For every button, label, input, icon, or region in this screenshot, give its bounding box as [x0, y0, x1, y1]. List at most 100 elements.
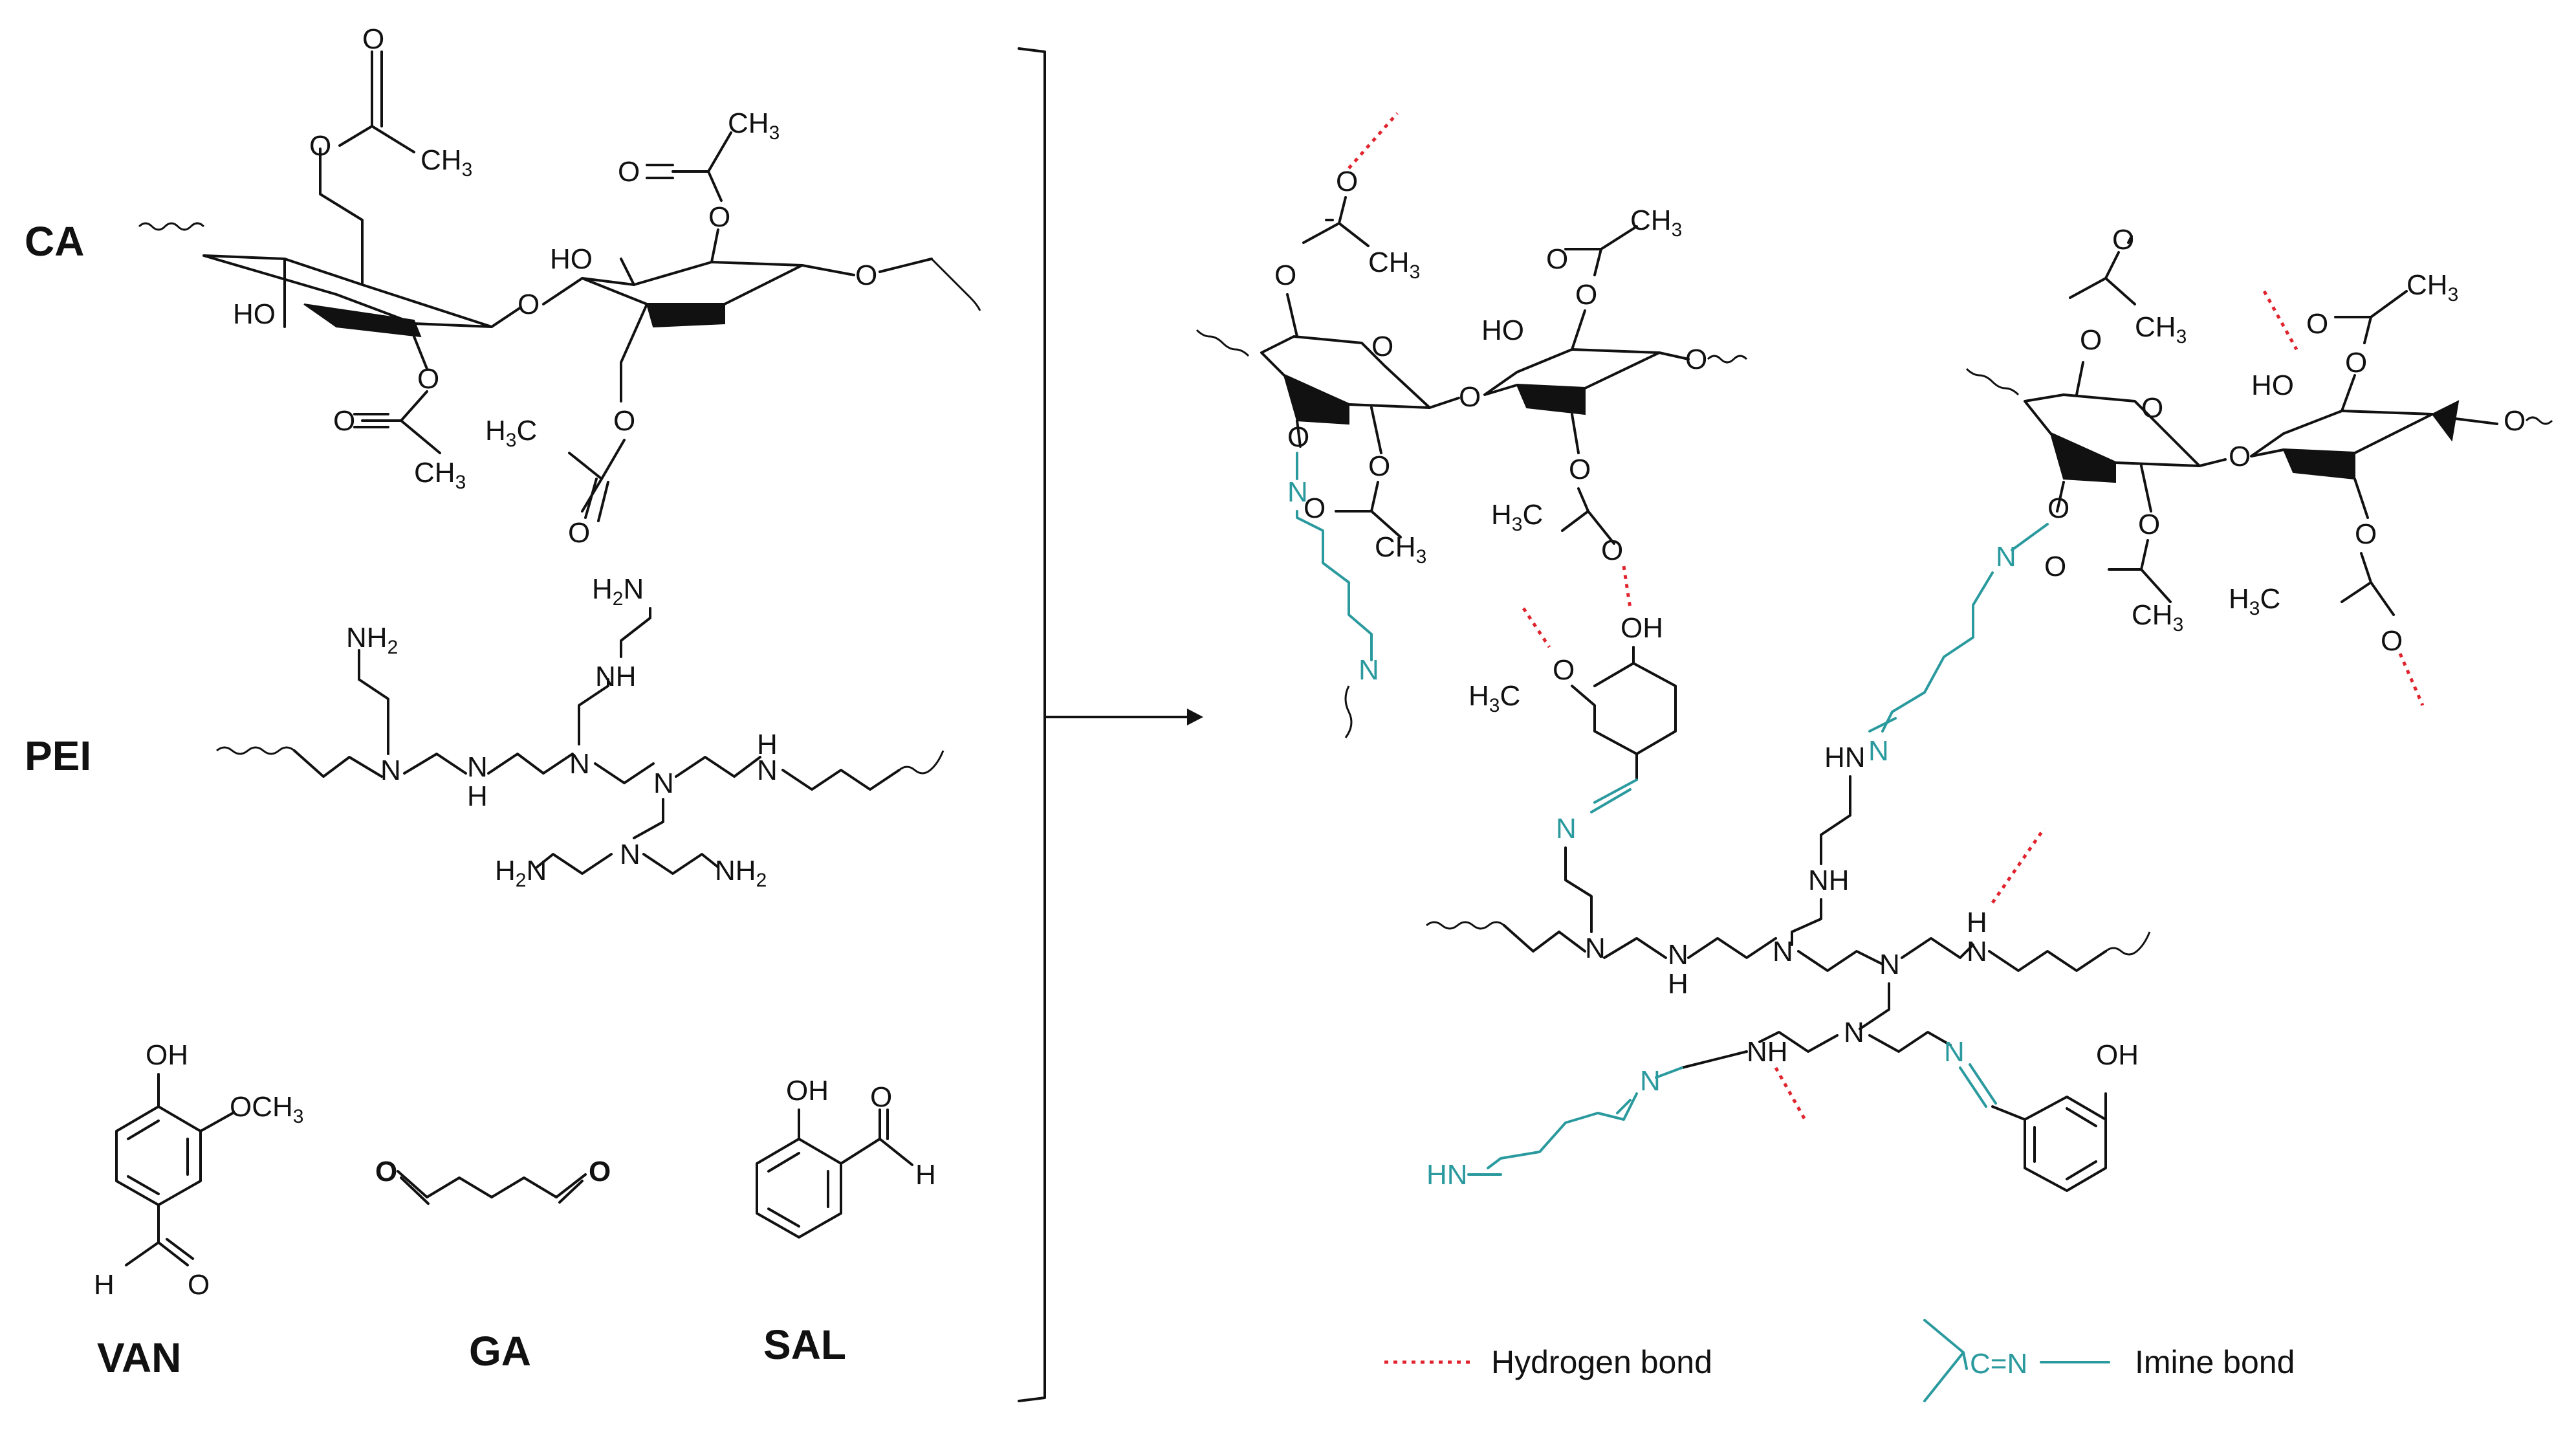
svg-text:NH: NH — [1747, 1036, 1788, 1068]
svg-text:CH3: CH3 — [420, 144, 472, 181]
svg-text:O: O — [2047, 492, 2069, 524]
svg-text:H: H — [1668, 968, 1688, 1000]
svg-text:N: N — [757, 755, 778, 786]
svg-text:O: O — [1336, 166, 1358, 197]
svg-text:O: O — [1304, 492, 1326, 524]
label-ga: GA — [469, 1328, 531, 1374]
svg-text:H: H — [757, 729, 778, 760]
svg-text:O: O — [2229, 441, 2251, 472]
svg-text:CH3: CH3 — [2407, 269, 2458, 305]
svg-text:O: O — [375, 1156, 397, 1187]
svg-text:O: O — [2044, 551, 2066, 582]
label-van: VAN — [97, 1334, 181, 1381]
svg-text:OH: OH — [1621, 612, 1663, 644]
svg-text:N: N — [653, 767, 674, 799]
svg-text:O: O — [2355, 518, 2377, 550]
svg-text:H3C: H3C — [1491, 499, 1543, 535]
svg-text:N: N — [620, 839, 640, 870]
svg-text:NH2: NH2 — [346, 622, 398, 658]
svg-text:O: O — [855, 259, 877, 291]
van-structure: OH OCH3 H O — [94, 1039, 303, 1301]
legend-imine-swatch — [1923, 1319, 1968, 1402]
svg-text:N: N — [1640, 1065, 1661, 1097]
label-pei: PEI — [25, 733, 91, 779]
svg-text:OH: OH — [2096, 1039, 2139, 1071]
svg-text:H: H — [94, 1269, 115, 1301]
svg-text:O: O — [1575, 279, 1597, 311]
svg-text:O: O — [618, 156, 640, 188]
svg-text:O: O — [2381, 625, 2403, 657]
svg-text:N: N — [1773, 936, 1793, 967]
svg-text:H2N: H2N — [592, 573, 644, 610]
svg-text:OCH3: OCH3 — [230, 1091, 303, 1127]
svg-text:N: N — [1287, 476, 1308, 508]
svg-text:O: O — [1546, 243, 1568, 275]
svg-text:H3C: H3C — [485, 415, 537, 451]
svg-text:H: H — [1967, 907, 1987, 938]
svg-text:O: O — [568, 517, 590, 549]
svg-text:N: N — [1556, 813, 1577, 844]
svg-text:O: O — [333, 405, 355, 437]
svg-text:HN: HN — [1426, 1159, 1468, 1191]
crosslinked-network: O CH3 O O O N N O O CH3 O HO O O CH3 O — [1195, 112, 2553, 1192]
legend-imine-symbol: C=N — [1970, 1348, 2027, 1380]
svg-text:O: O — [1287, 421, 1309, 453]
svg-text:HO: HO — [550, 243, 593, 275]
svg-text:O: O — [1601, 535, 1623, 566]
svg-text:N: N — [1868, 735, 1889, 767]
svg-text:H: H — [915, 1159, 936, 1191]
svg-text:H2N: H2N — [495, 855, 547, 891]
svg-text:NH: NH — [1808, 865, 1850, 896]
svg-text:CH3: CH3 — [1368, 247, 1420, 283]
svg-text:N: N — [380, 755, 401, 786]
svg-text:O: O — [2138, 509, 2160, 540]
svg-text:N: N — [1879, 949, 1900, 980]
svg-text:O: O — [1685, 344, 1707, 375]
svg-text:O: O — [417, 363, 439, 395]
svg-text:O: O — [1553, 654, 1575, 686]
svg-text:CH3: CH3 — [728, 107, 780, 144]
svg-text:NH2: NH2 — [715, 855, 767, 891]
bracket — [1018, 47, 1046, 1402]
legend-hbond-label: Hydrogen bond — [1491, 1344, 1712, 1380]
legend-imine-label: Imine bond — [2135, 1344, 2295, 1380]
svg-text:CH3: CH3 — [2135, 311, 2187, 347]
svg-text:CH3: CH3 — [414, 457, 466, 493]
svg-text:O: O — [2080, 324, 2102, 356]
svg-text:N: N — [1844, 1017, 1864, 1048]
svg-text:CH3: CH3 — [2132, 599, 2183, 635]
svg-text:HO: HO — [233, 298, 276, 330]
pei-structure: N NH2 N H N NH H2N N H N N H2N NH2 — [216, 573, 944, 891]
svg-text:N: N — [1585, 932, 1606, 964]
svg-text:O: O — [1274, 259, 1296, 291]
svg-text:HO: HO — [1481, 314, 1524, 346]
svg-text:O: O — [613, 405, 635, 437]
label-ca: CA — [25, 218, 84, 265]
svg-text:N: N — [569, 748, 590, 780]
svg-text:O: O — [1569, 454, 1591, 485]
svg-text:O: O — [362, 23, 384, 55]
svg-text:N: N — [1967, 936, 1987, 967]
svg-text:O: O — [188, 1269, 210, 1301]
svg-text:N: N — [1668, 939, 1688, 971]
svg-text:O: O — [2306, 308, 2328, 340]
svg-text:H3C: H3C — [2229, 583, 2280, 619]
ga-structure: O O — [375, 1156, 611, 1205]
svg-text:NH: NH — [595, 661, 637, 692]
svg-text:O: O — [870, 1081, 892, 1113]
svg-text:O: O — [2504, 405, 2526, 437]
svg-text:O: O — [1371, 331, 1393, 362]
svg-text:N: N — [1359, 654, 1379, 686]
svg-text:OH: OH — [786, 1075, 829, 1107]
svg-text:CH3: CH3 — [1375, 531, 1426, 568]
svg-text:OH: OH — [146, 1039, 188, 1071]
arrow-head — [1187, 709, 1203, 725]
svg-text:HO: HO — [2251, 370, 2294, 401]
svg-text:O: O — [2141, 392, 2163, 424]
svg-text:O: O — [1459, 381, 1481, 413]
svg-text:HN: HN — [1824, 742, 1866, 773]
svg-text:O: O — [589, 1156, 611, 1187]
svg-text:O: O — [518, 289, 540, 320]
